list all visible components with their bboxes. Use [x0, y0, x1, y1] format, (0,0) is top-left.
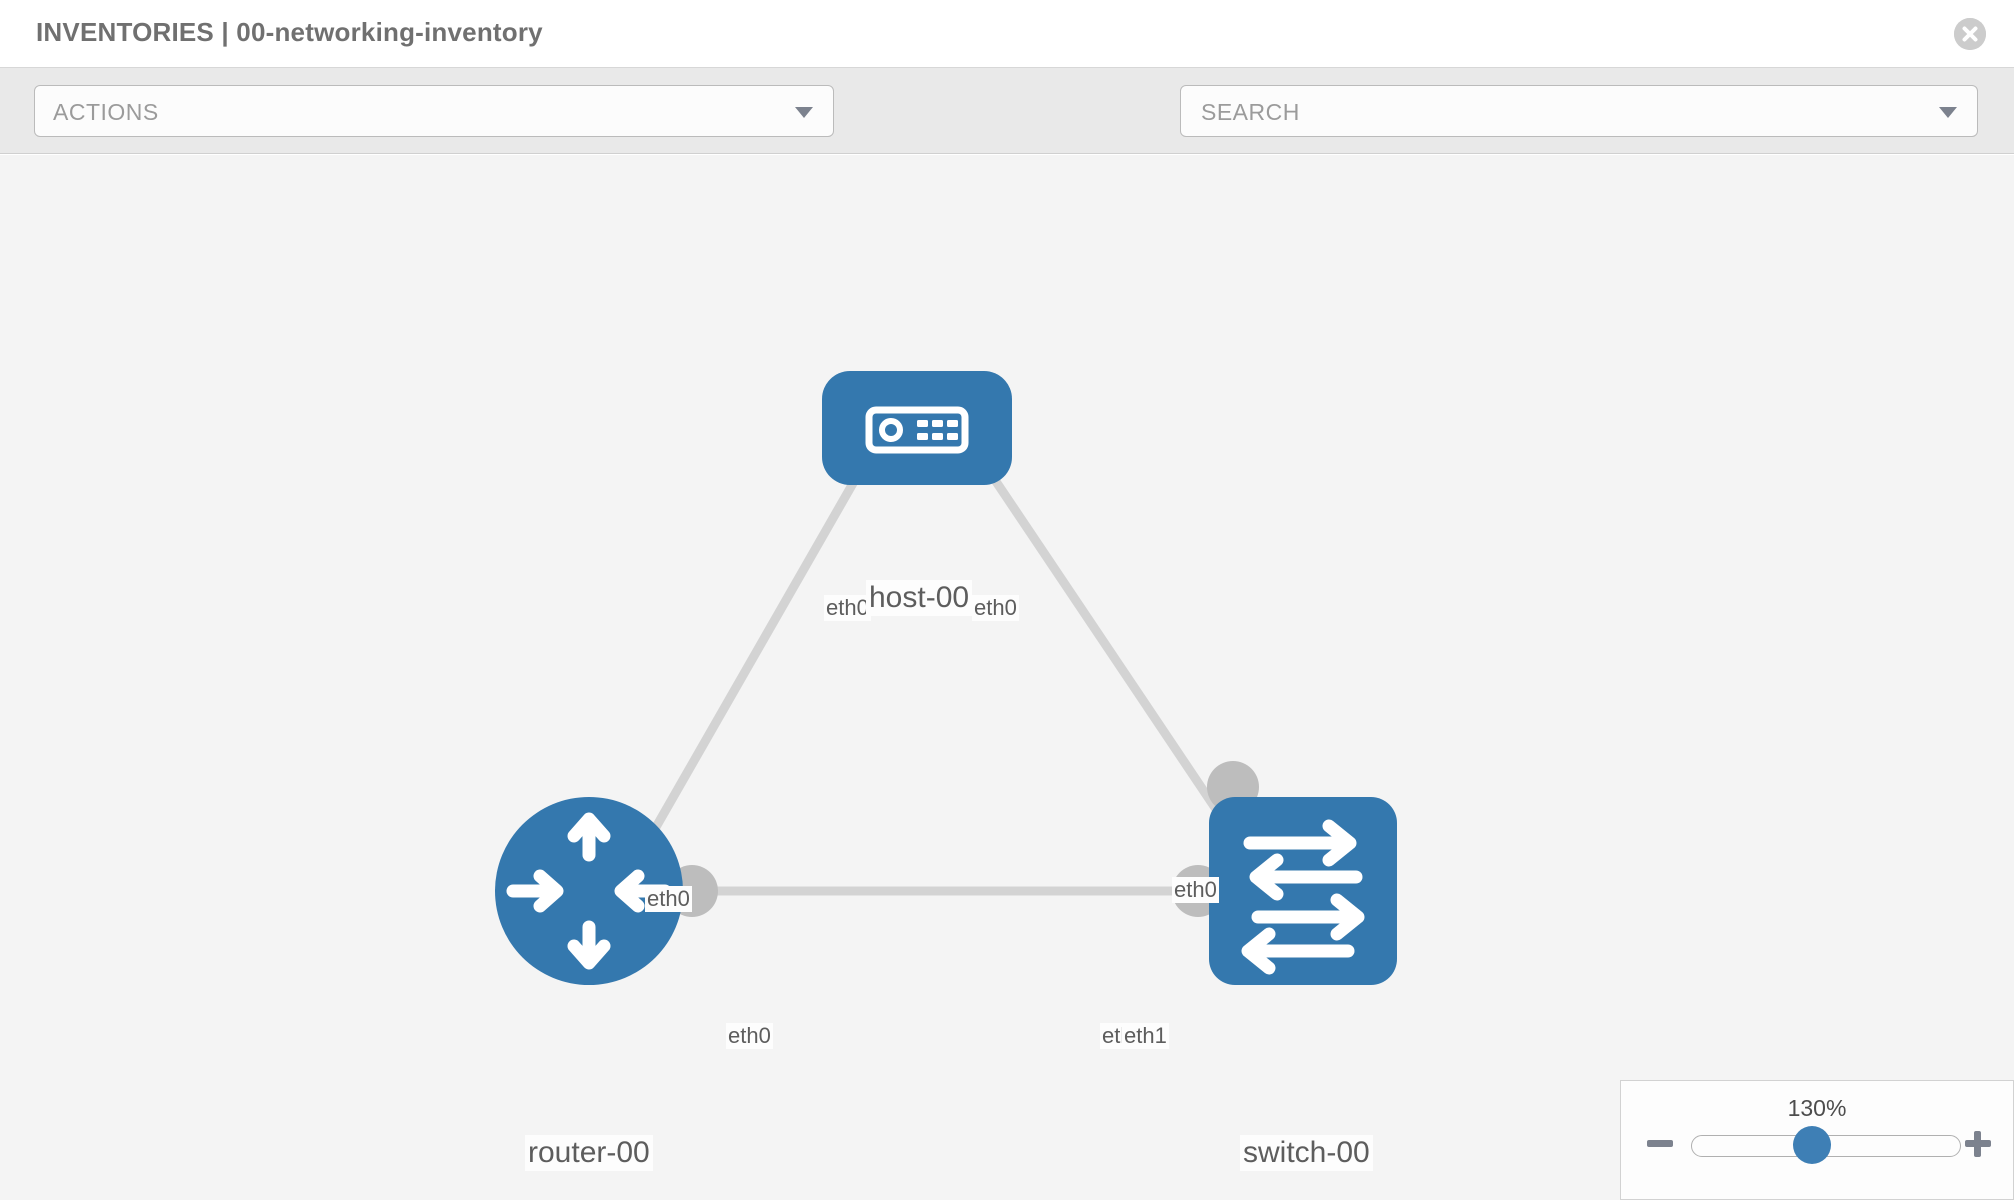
- page-header: INVENTORIES | 00-networking-inventory: [0, 0, 2014, 68]
- toolbar: ACTIONS: [0, 68, 2014, 196]
- node-label-switch-00: switch-00: [1240, 1135, 1373, 1171]
- search-input[interactable]: [1199, 86, 1903, 138]
- node-host-00[interactable]: [822, 371, 1012, 485]
- chevron-down-icon[interactable]: [1939, 107, 1957, 118]
- page-title: INVENTORIES | 00-networking-inventory: [36, 17, 543, 47]
- node-label-host-00: host-00: [866, 580, 973, 616]
- node-label-router-00: router-00: [525, 1135, 653, 1171]
- edge-label-switch-upper-eth0: eth0: [1172, 877, 1219, 903]
- plus-icon[interactable]: [1963, 1129, 1993, 1159]
- link-host-00-switch-00: [944, 407, 1244, 848]
- edge-label-host-right-eth0: eth0: [972, 595, 1019, 621]
- zoom-percent-label: 130%: [1787, 1095, 1847, 1121]
- zoom-slider-handle[interactable]: [1793, 1126, 1831, 1164]
- topology-canvas[interactable]: eth0 host-00 eth0 eth0 eth0 eth0 eth0 et…: [0, 155, 2014, 1200]
- edge-label-router-upper-eth0: eth0: [645, 886, 692, 912]
- edge-label-switch-left-eth1: eth1: [1122, 1023, 1169, 1049]
- search-field[interactable]: [1180, 85, 1978, 138]
- actions-dropdown[interactable]: ACTIONS: [34, 85, 834, 137]
- zoom-control: 130%: [1620, 1080, 2014, 1200]
- edge-label-router-right-eth0: eth0: [726, 1023, 773, 1049]
- node-router-00[interactable]: [495, 797, 683, 985]
- close-icon[interactable]: [1954, 18, 1986, 50]
- node-switch-00[interactable]: [1209, 797, 1397, 985]
- actions-dropdown-label: ACTIONS: [53, 99, 159, 125]
- topology-graph: [495, 371, 1397, 985]
- bidirectional-arrows-icon: [1241, 819, 1365, 975]
- minus-icon[interactable]: [1645, 1129, 1675, 1159]
- node-host-00-shape: [822, 371, 1012, 485]
- four-arrows-inward-icon: [506, 812, 672, 970]
- edge-label-host-left-eth0: eth0: [824, 595, 871, 621]
- chevron-down-icon: [795, 107, 813, 118]
- node-router-00-shape: [495, 797, 683, 985]
- server-appliance-icon: [865, 406, 969, 454]
